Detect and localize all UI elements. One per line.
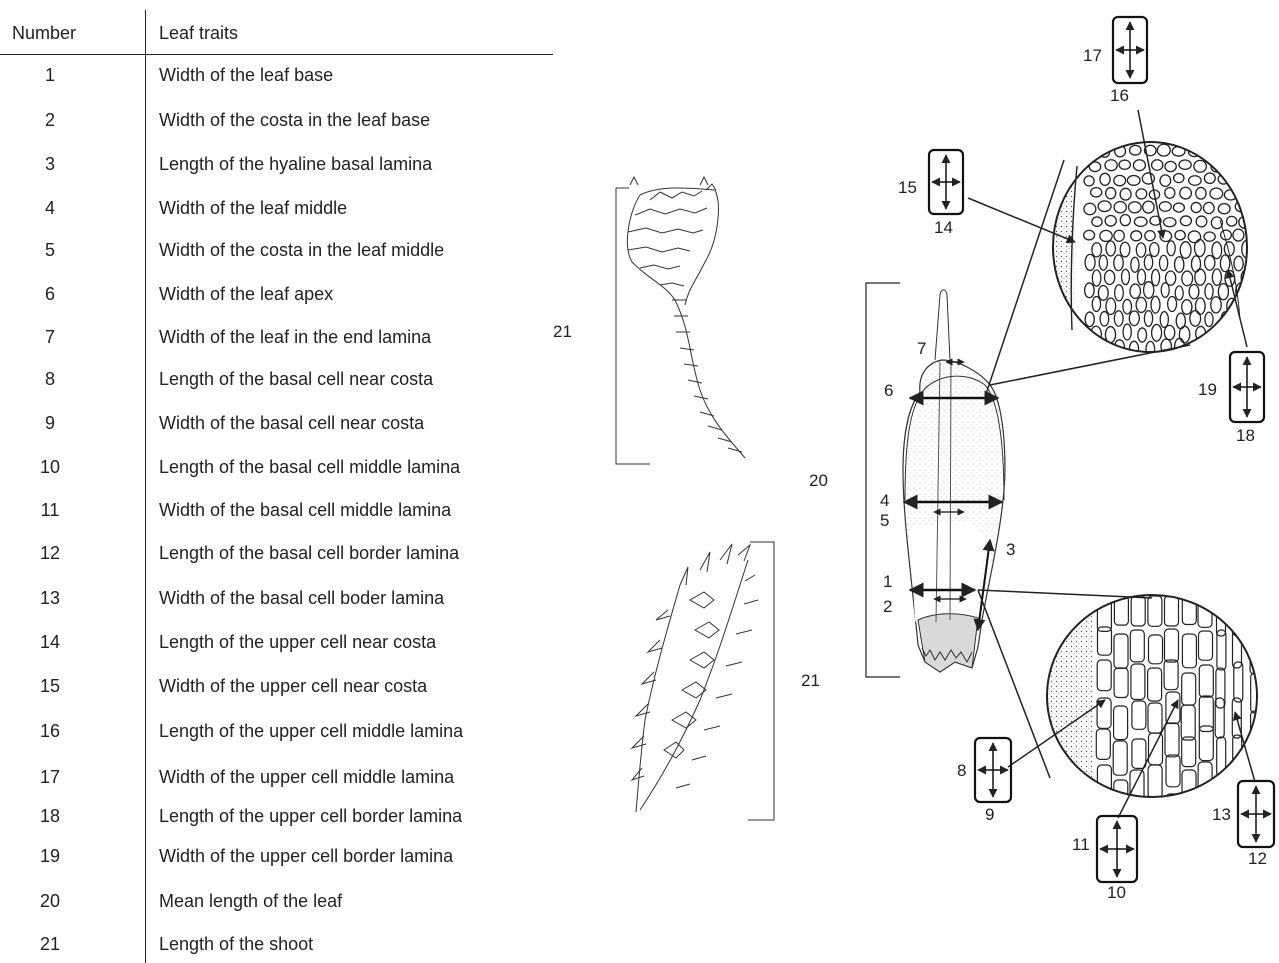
cell-lumen — [1234, 145, 1244, 157]
label-9: 9 — [985, 805, 994, 824]
cell-lumen — [1225, 159, 1236, 169]
cell-wall — [1199, 793, 1213, 827]
cell-icon-12-13 — [1238, 781, 1274, 847]
label-10: 10 — [1107, 883, 1126, 902]
cell-lumen — [1235, 174, 1245, 183]
cell-lumen — [1190, 342, 1199, 357]
label-21-upper-shoot: 21 — [553, 322, 572, 341]
label-3: 3 — [1006, 540, 1015, 559]
label-12: 12 — [1248, 849, 1267, 868]
label-21-lower-shoot: 21 — [801, 671, 820, 690]
label-7: 7 — [917, 339, 926, 358]
label-16: 16 — [1110, 86, 1129, 105]
shoot-drawing-lower — [632, 542, 774, 820]
cell-lumen — [1203, 148, 1214, 158]
label-15: 15 — [898, 178, 917, 197]
cell-lumen — [1205, 339, 1215, 355]
cell-icon-18-19 — [1230, 352, 1264, 422]
basal-cell-magnified-circle — [1040, 590, 1260, 827]
label-18: 18 — [1236, 426, 1255, 445]
label-17: 17 — [1083, 46, 1102, 65]
label-8: 8 — [957, 761, 966, 780]
label-20: 20 — [809, 471, 828, 490]
cell-lumen — [1239, 299, 1250, 313]
cell-lumen — [1220, 145, 1230, 156]
cell-icon-14-15 — [929, 150, 963, 214]
cell-lumen — [1240, 188, 1252, 200]
label-2: 2 — [883, 597, 892, 616]
label-14: 14 — [934, 218, 953, 237]
cell-wall — [1233, 596, 1242, 636]
leaf-length-bracket — [866, 283, 900, 677]
label-4: 4 — [880, 491, 889, 510]
cell-lumen — [1222, 340, 1230, 356]
cell-lumen — [1239, 160, 1251, 171]
label-13: 13 — [1212, 805, 1231, 824]
label-6: 6 — [884, 381, 893, 400]
cell-icon-10-11 — [1097, 816, 1137, 882]
cell-lumen — [1227, 324, 1236, 340]
cell-lumen — [1085, 340, 1095, 355]
label-19: 19 — [1198, 380, 1217, 399]
label-5: 5 — [880, 511, 889, 530]
cell-lumen — [1234, 340, 1244, 357]
label-1: 1 — [883, 572, 892, 591]
cell-icon-8-9 — [975, 738, 1011, 802]
upper-cell-magnified-circle — [1040, 140, 1252, 360]
cell-icon-16-17 — [1113, 17, 1147, 83]
cell-wall — [1166, 794, 1180, 823]
cell-wall — [1250, 596, 1259, 636]
cell-lumen — [1085, 147, 1095, 157]
shoot-drawing-upper — [616, 177, 745, 464]
label-11: 11 — [1072, 835, 1090, 854]
